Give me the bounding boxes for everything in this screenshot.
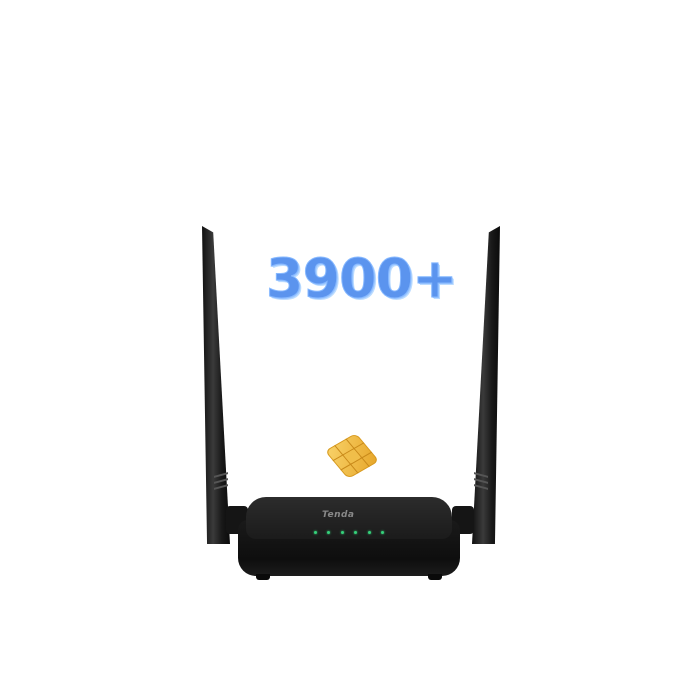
led-indicator: [314, 531, 317, 534]
left-antenna: [202, 226, 230, 544]
led-indicator: [327, 531, 331, 534]
count-headline: 3900+: [266, 247, 459, 311]
led-indicator: [340, 531, 344, 534]
right-antenna: [472, 226, 500, 544]
led-indicator: [367, 531, 371, 534]
brand-logo: Tenda: [322, 510, 355, 520]
router-foot: [256, 574, 270, 580]
router-foot: [428, 574, 442, 580]
router-top-cover: [246, 497, 452, 539]
led-indicator: [354, 531, 358, 534]
sim-card-chip-icon: [324, 432, 380, 480]
led-indicator: [380, 531, 384, 534]
status-leds: [314, 531, 384, 534]
